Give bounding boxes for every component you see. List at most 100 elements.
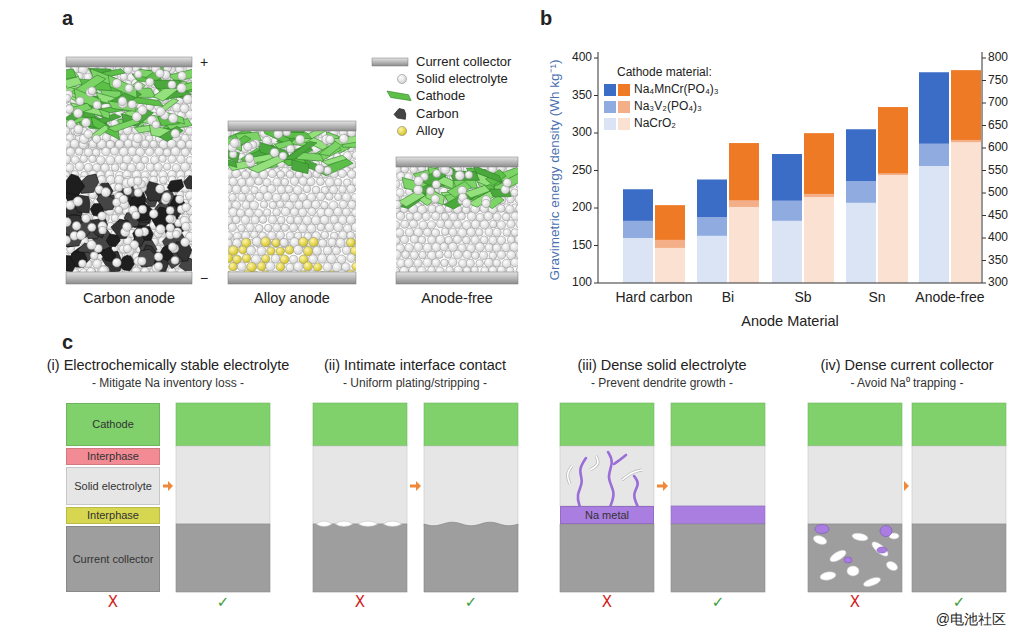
cathode-layer [560, 403, 654, 446]
collector-layer [912, 524, 1006, 592]
interface-gap [383, 521, 402, 527]
electrolyte-sphere [84, 130, 93, 139]
density-bar [729, 200, 759, 283]
electrolyte-sphere [246, 246, 255, 255]
electrolyte-sphere [156, 69, 164, 77]
tick-label: 350 [988, 254, 1008, 268]
electrolyte-sphere [78, 260, 86, 268]
electrolyte-sphere [506, 267, 514, 272]
electrolyte-sphere [133, 133, 142, 142]
density-bar [804, 133, 834, 283]
electrolyte-sphere [182, 222, 191, 231]
legend-label: Carbon [416, 107, 459, 122]
panel-heading: (iii) Dense solid electrolyte [577, 357, 746, 374]
electrolyte-sphere [162, 193, 171, 202]
collector-layer [671, 524, 765, 592]
box-text: Current collector [73, 553, 154, 565]
electrolyte-sphere [269, 201, 277, 209]
electrolyte-sphere [115, 184, 123, 192]
electrolyte-sphere [313, 246, 322, 255]
fail-mark: X [602, 594, 612, 611]
electrolyte-sphere [428, 266, 436, 272]
electrolyte-sphere [154, 163, 163, 172]
electrolyte-sphere [516, 267, 518, 272]
electrolyte-sphere [396, 237, 400, 245]
cathode-flake [160, 126, 184, 141]
electrolyte-sphere [73, 109, 82, 118]
electrolyte-sphere [246, 178, 255, 187]
legend-label: Na₄MnCr(PO₄)₃ [634, 83, 719, 97]
electrolyte-sphere [503, 178, 512, 187]
electrolyte-sphere [454, 266, 462, 272]
electrolyte-sphere [112, 258, 121, 267]
electrolyte-sphere [229, 262, 238, 271]
electrolyte-sphere [66, 95, 70, 104]
electrolyte-sphere [409, 266, 417, 272]
tick-mark [982, 238, 986, 239]
interface-gap [335, 521, 353, 527]
carbon-particle [163, 214, 183, 239]
cathode-layer [808, 403, 902, 446]
electrolyte-sphere [171, 147, 180, 156]
layer-box: Solid electrolyte [66, 467, 160, 505]
tick-mark [982, 148, 986, 149]
electrolyte-sphere [489, 220, 497, 228]
electrolyte-sphere [432, 180, 440, 188]
collector-layer [424, 522, 518, 592]
electrolyte-sphere [417, 266, 426, 272]
electrolyte-sphere [313, 263, 322, 272]
electrolyte-sphere [336, 238, 345, 247]
electrolyte-sphere [290, 177, 299, 186]
electrolyte-sphere [82, 214, 91, 223]
transition-arrow [410, 485, 417, 488]
electrolyte-sphere [238, 193, 246, 201]
electrolyte-sphere [145, 148, 153, 156]
electrolyte-sphere [475, 228, 483, 236]
current-collector [66, 57, 192, 67]
density-bar [655, 240, 685, 283]
electrolyte-sphere [298, 208, 307, 217]
electrolyte-sphere [177, 140, 186, 149]
legend-label: Alloy [416, 124, 444, 139]
electrolyte-sphere [241, 185, 249, 193]
legend-label: Cathode [416, 89, 465, 104]
electrolyte-sphere [138, 257, 146, 265]
density-bar [951, 142, 981, 283]
carbon-particle [73, 195, 89, 213]
panel-letter: c [62, 331, 73, 354]
tick-mark [982, 170, 986, 171]
electrolyte-sphere [347, 254, 356, 263]
box-text: Cathode [92, 418, 134, 430]
electrolyte-sphere [88, 223, 96, 231]
electrolyte-sphere [261, 254, 269, 262]
electrolyte-sphere [138, 106, 147, 115]
electrolyte-sphere [274, 131, 283, 138]
electrolyte-sphere [252, 237, 261, 246]
electrolyte-sphere [453, 250, 462, 259]
electrolyte-sphere [462, 199, 471, 208]
cathode-flake [168, 68, 192, 82]
electrolyte-sphere [97, 175, 106, 184]
electrolyte-sphere [321, 201, 329, 209]
electrolyte-sphere [90, 252, 98, 260]
void [812, 534, 828, 546]
electrolyte-sphere [273, 224, 281, 232]
dendrite [634, 476, 638, 507]
electrolyte-layer [808, 446, 902, 524]
electrolyte-sphere [435, 251, 443, 259]
electrolyte-sphere [99, 226, 107, 234]
crack-line [622, 470, 642, 480]
electrolyte-sphere [255, 224, 263, 232]
electrolyte-sphere [102, 147, 110, 155]
schematic-panel [163, 403, 1006, 592]
sodium-layer [671, 506, 765, 524]
electrolyte-sphere [76, 97, 84, 105]
electrolyte-sphere [286, 216, 294, 224]
electrolyte-sphere [290, 208, 298, 216]
electrolyte-sphere [303, 216, 312, 225]
electrolyte-sphere [134, 70, 142, 78]
carbon-particle [394, 109, 406, 120]
legend-samples [372, 58, 411, 136]
electrolyte-sphere [463, 250, 472, 259]
electrolyte-sphere [414, 259, 422, 267]
